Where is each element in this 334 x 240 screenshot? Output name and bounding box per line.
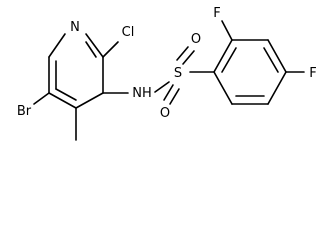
- bond-nh-s: [154, 81, 170, 93]
- fluorine-para-label: F: [309, 66, 316, 81]
- bond-b4-b5: [267, 71, 287, 105]
- pyridine-substituents: [33, 41, 129, 141]
- bond-n-c2-inner: [85, 41, 97, 58]
- bond-c3-c4: [75, 92, 104, 109]
- bond-c2-cl: [102, 41, 119, 58]
- bond-c5-br: [33, 92, 50, 105]
- chlorine-label: Cl: [122, 25, 135, 40]
- bond-s-o-top-a: [182, 50, 195, 65]
- bond-s-o-bottom-b: [169, 88, 180, 105]
- bond-b2-f: [221, 20, 233, 41]
- benzene-ring: [213, 39, 287, 105]
- bond-c6-n: [48, 33, 66, 58]
- oxygen-bottom-label: O: [160, 106, 170, 121]
- bond-b1-b2-inner: [221, 47, 237, 73]
- bond-s-o-top-b: [176, 46, 189, 61]
- bond-n-c2: [85, 33, 104, 58]
- bond-b1-b2: [213, 39, 233, 73]
- nh-label: NH: [132, 86, 152, 101]
- chemical-structure: N Cl Br NH S O O F F: [17, 6, 317, 141]
- ring-nitrogen-label: N: [70, 20, 80, 35]
- bond-c4-c5-inner: [55, 88, 77, 101]
- sulfur-label: S: [174, 66, 182, 81]
- bond-b6-b1: [213, 71, 233, 105]
- pyridine-ring: [48, 33, 104, 109]
- oxygen-top-label: O: [191, 32, 201, 47]
- bond-b3-b4: [267, 39, 287, 73]
- bond-c4-c5: [48, 92, 77, 109]
- bond-b3-b4-inner: [263, 47, 279, 73]
- sulfonyl-group: [154, 46, 215, 105]
- bond-s-o-bottom-a: [163, 84, 174, 101]
- bromine-label: Br: [17, 104, 32, 119]
- fluorine-ortho-label: F: [213, 6, 220, 21]
- benzene-substituents: [221, 20, 305, 73]
